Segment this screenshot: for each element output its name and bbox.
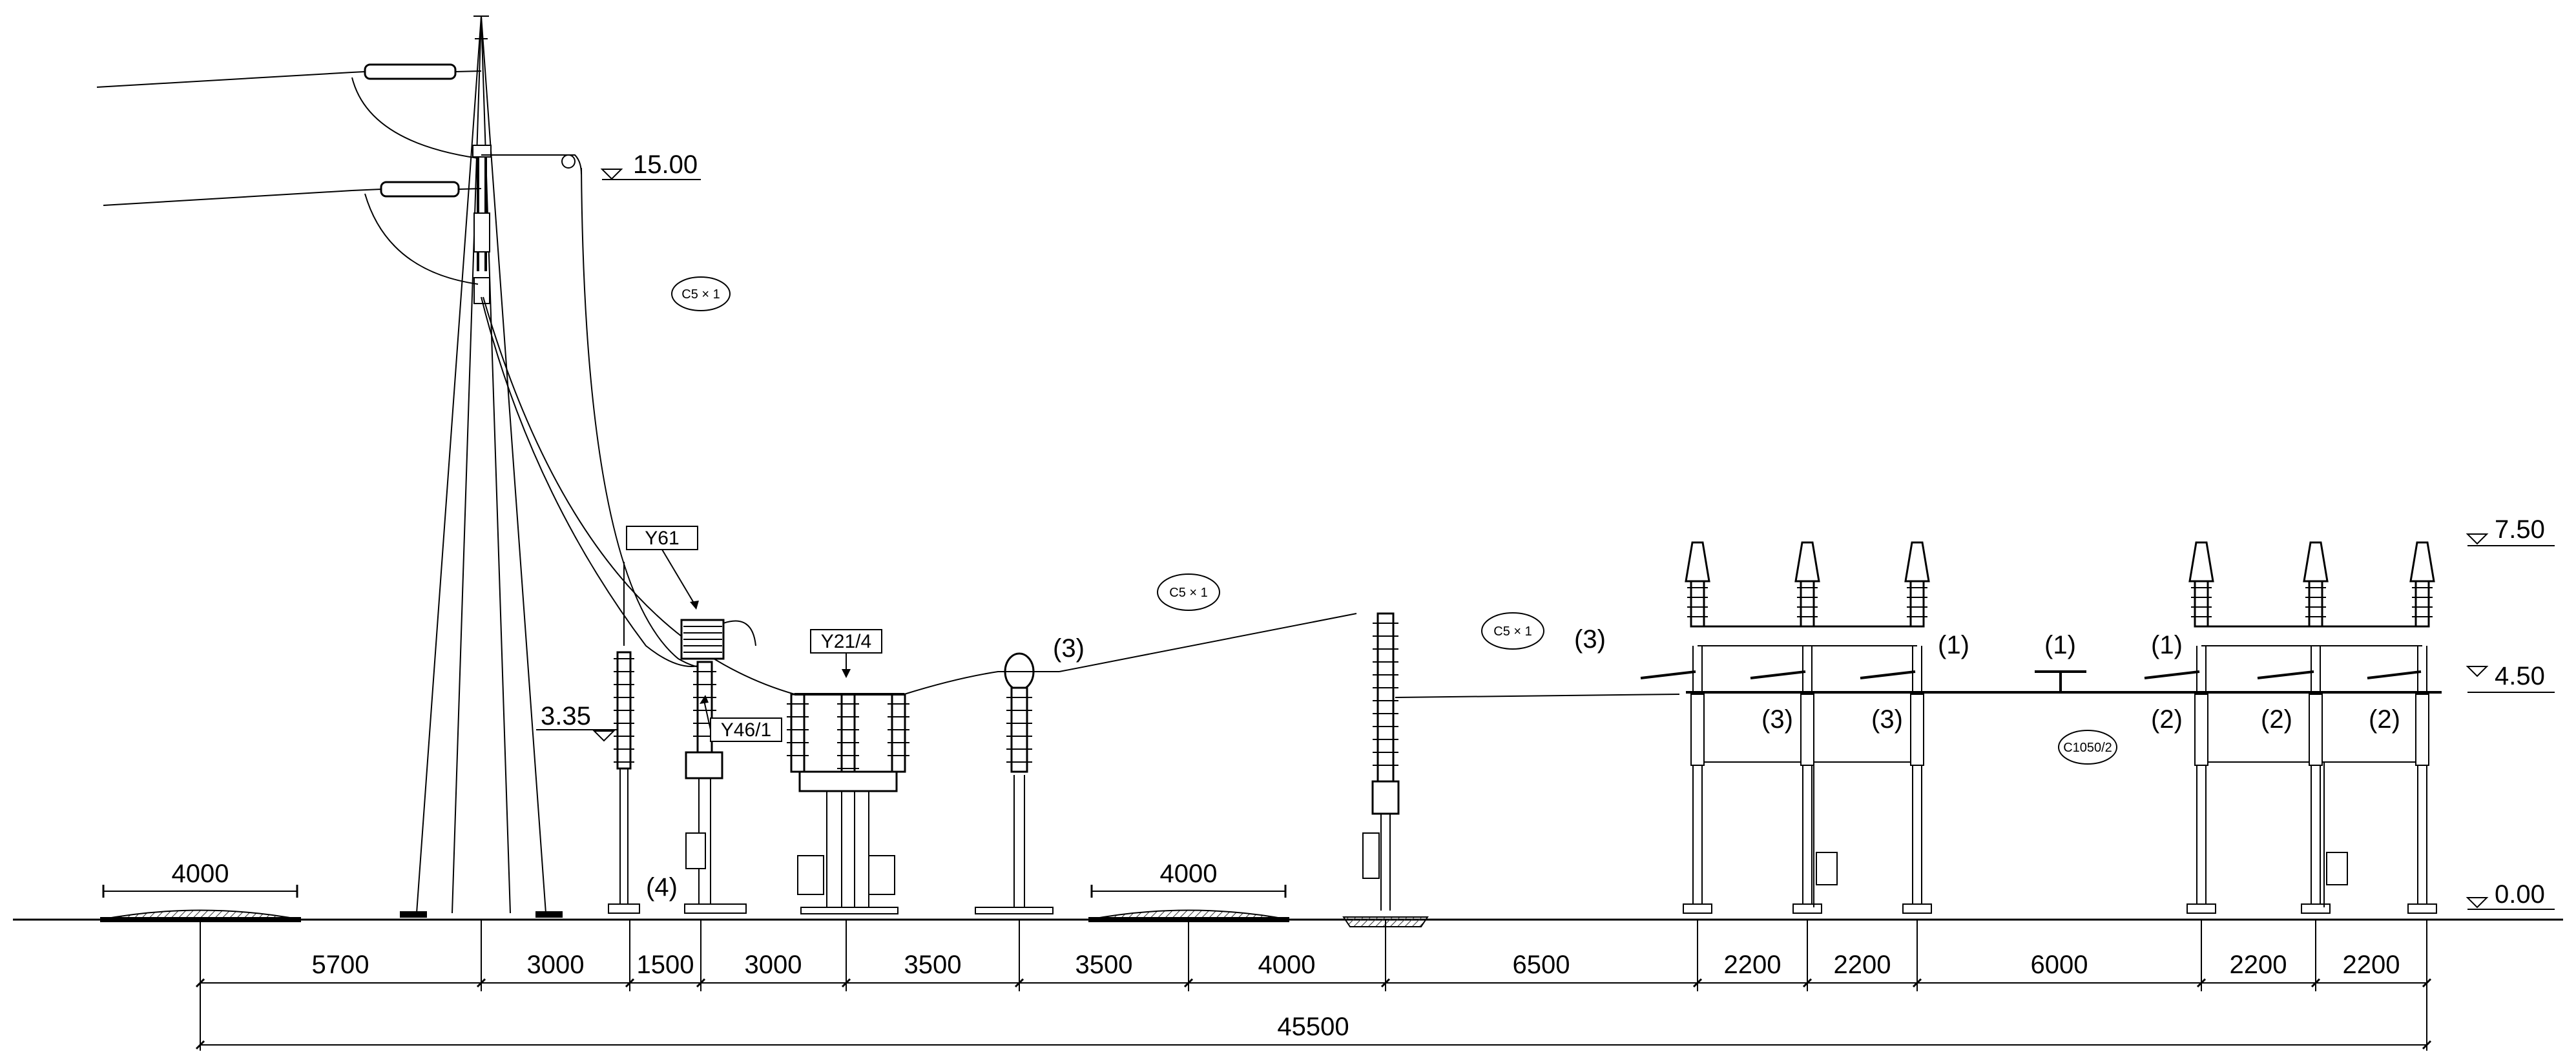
conductor-label-c1050: C1050/2 [2058,730,2117,765]
road-left-width: 4000 [172,860,229,888]
mark-3-d: (3) [1871,705,1903,734]
mark-4: (4) [646,873,678,902]
surge-arrester [608,562,640,914]
callout-y21-4-label: Y21/4 [821,631,871,652]
elevation-3-35: 3.35 [536,702,617,742]
svg-text:6500: 6500 [1513,951,1570,979]
mark-3-c: (3) [1761,705,1793,734]
callout-y21-4: Y21/4 [810,629,882,678]
svg-text:3000: 3000 [745,951,802,979]
svg-text:C5 × 1: C5 × 1 [1169,586,1207,600]
road-middle: 4000 [1088,860,1290,922]
elevation-7-50-label: 7.50 [2495,515,2545,544]
svg-text:3000: 3000 [527,951,585,979]
current-transformer [904,613,1357,914]
line-isolator [1342,612,1680,927]
elevation-4-50: 4.50 [2466,662,2555,693]
svg-text:C1050/2: C1050/2 [2063,741,2112,755]
line-trap-and-cvt [680,619,756,914]
busbar-gantry-right [1938,625,2442,763]
svg-text:6000: 6000 [2031,951,2088,979]
svg-text:C5 × 1: C5 × 1 [681,287,720,302]
svg-text:5700: 5700 [312,951,369,979]
svg-text:2200: 2200 [1834,951,1891,979]
elevation-15: 15.00 [600,150,701,180]
svg-text:3500: 3500 [1075,951,1133,979]
callout-y46-1: Y46/1 [700,695,782,742]
mark-2-b: (2) [2261,705,2292,734]
mark-2-a: (2) [2151,705,2183,734]
circuit-breaker [787,693,909,914]
elevation-3-35-label: 3.35 [541,702,591,730]
spacing-labels: 5700 3000 1500 3000 3500 3500 4000 6500 … [312,951,2400,979]
elevation-0-00-label: 0.00 [2495,880,2545,909]
svg-text:3500: 3500 [904,951,962,979]
total-length-dimension: 45500 [195,1013,2432,1050]
mark-3-b: (3) [1574,625,1606,654]
mark-2-c: (2) [2369,705,2400,734]
incoming-line-conductors [96,63,582,285]
road-middle-width: 4000 [1160,860,1218,888]
callout-y46-1-label: Y46/1 [721,719,771,741]
spacing-dimension-chain [195,920,2432,1051]
total-length-label: 45500 [1277,1013,1349,1041]
item-marks: (3) (3) (3) (3) (1) (1) (1) (2) (2) (2) [1053,625,2400,734]
conductor-label-c5-a: C5 × 1 [671,276,731,311]
svg-text:2200: 2200 [2343,951,2400,979]
mark-1-a: (1) [1938,631,1969,659]
mark-3-a: (3) [1053,634,1085,663]
mark-1-b: (1) [2044,631,2076,659]
elevation-0-00: 0.00 [2466,880,2555,910]
elevation-4-50-label: 4.50 [2495,662,2545,690]
gantry-columns [1640,541,2437,914]
svg-text:4000: 4000 [1258,951,1316,979]
elevation-7-50: 7.50 [2466,515,2555,546]
conductor-label-c5-b: C5 × 1 [1157,573,1220,611]
road-left: 4000 [99,860,302,922]
callout-y61: Y61 [626,526,699,610]
conductor-label-c5-c: C5 × 1 [1481,612,1544,650]
svg-text:2200: 2200 [2230,951,2287,979]
svg-text:1500: 1500 [637,951,694,979]
svg-text:2200: 2200 [1724,951,1781,979]
svg-text:C5 × 1: C5 × 1 [1493,624,1532,639]
mark-1-c: (1) [2151,631,2183,659]
downlead-conductors [481,167,795,695]
elevation-15-label: 15.00 [633,150,698,179]
transmission-tower [400,15,563,918]
callout-y61-label: Y61 [645,528,679,549]
